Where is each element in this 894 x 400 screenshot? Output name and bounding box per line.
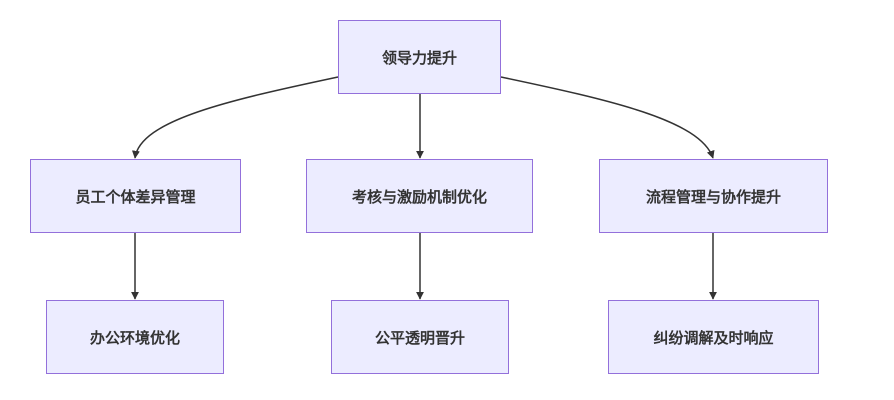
- node-root: 领导力提升: [338, 20, 501, 94]
- node-dispute-response: 纠纷调解及时响应: [608, 300, 819, 374]
- node-assessment-incentive: 考核与激励机制优化: [306, 159, 533, 233]
- edge-root-to-a: [131, 76, 339, 159]
- node-fair-promotion-label: 公平透明晋升: [374, 328, 465, 347]
- node-fair-promotion: 公平透明晋升: [331, 300, 509, 374]
- node-employee-difference-label: 员工个体差异管理: [75, 187, 196, 206]
- node-office-environment: 办公环境优化: [46, 300, 224, 374]
- node-office-environment-label: 办公环境优化: [89, 328, 180, 347]
- node-employee-difference: 员工个体差异管理: [30, 159, 241, 233]
- node-process-collaboration-label: 流程管理与协作提升: [645, 187, 781, 206]
- node-root-label: 领导力提升: [381, 48, 457, 67]
- node-process-collaboration: 流程管理与协作提升: [599, 159, 828, 233]
- edge-root-to-c: [500, 76, 715, 159]
- node-assessment-incentive-label: 考核与激励机制优化: [351, 187, 487, 206]
- node-dispute-response-label: 纠纷调解及时响应: [653, 328, 774, 347]
